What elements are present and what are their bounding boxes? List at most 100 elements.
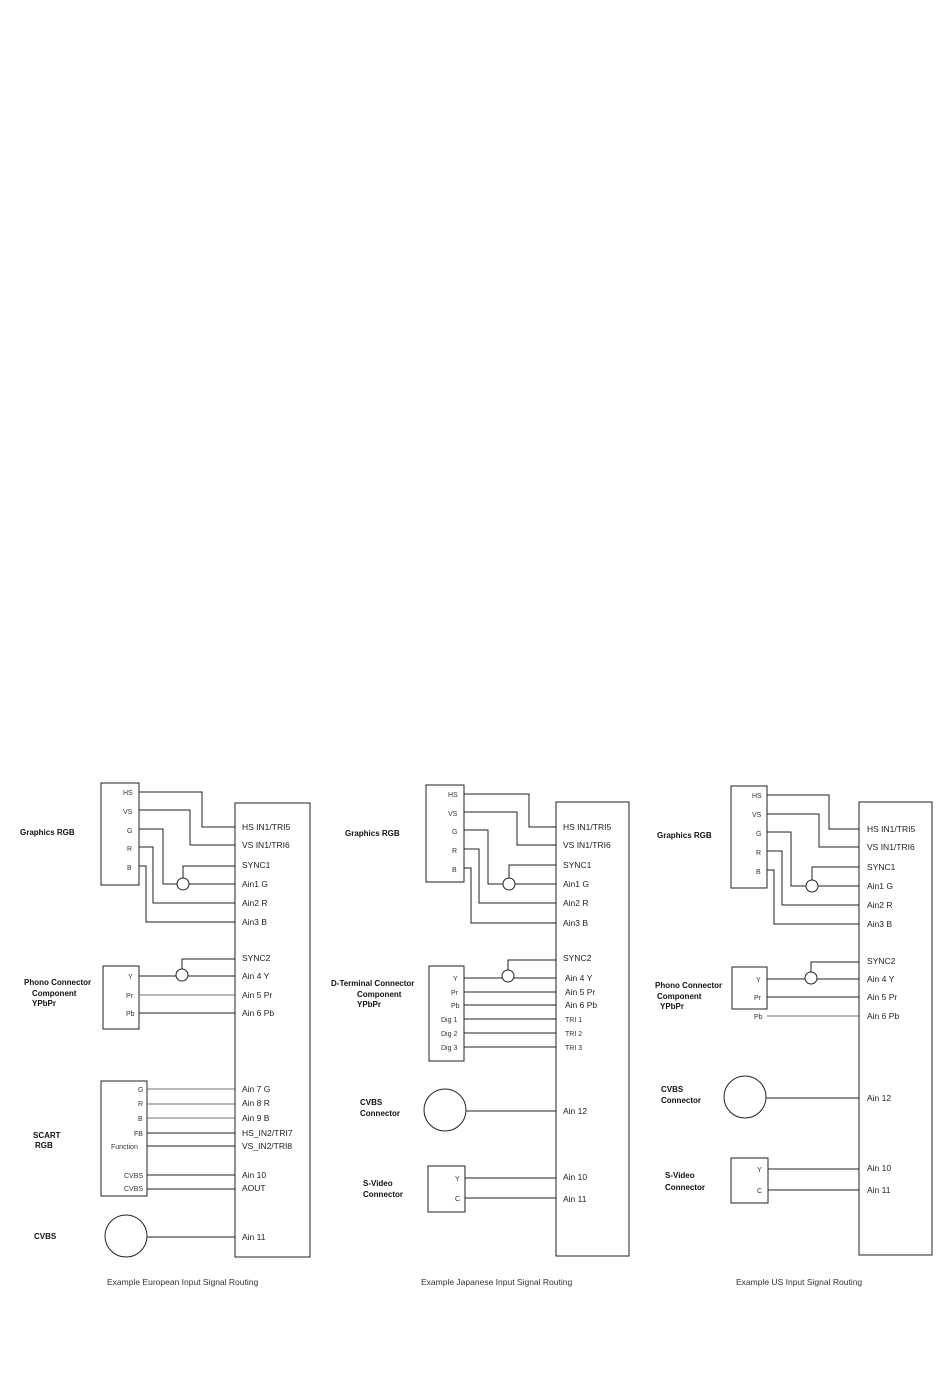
japan-chip-pin-10: TRI 1	[565, 1017, 582, 1024]
us-pin-vs: VS	[752, 812, 762, 819]
japan-chip-pin-3: Ain1 G	[563, 879, 589, 889]
japan-dterm-label-0: D-Terminal Connector	[331, 979, 414, 988]
us-chip-pin-6: SYNC2	[867, 956, 896, 966]
japan-chip-pin-5: Ain3 B	[563, 918, 588, 928]
europe-scart-pin-function: Function	[111, 1144, 138, 1151]
europe-scart-pin-cvbs-2: CVBS	[124, 1186, 143, 1193]
europe-graphics-label: Graphics RGB	[20, 828, 75, 837]
japan-dterm-label-1: Component	[357, 990, 402, 999]
europe-caption: Example European Input Signal Routing	[107, 1277, 258, 1287]
europe-chip-pin-2: SYNC1	[242, 860, 271, 870]
europe-scart-label-1: RGB	[35, 1141, 53, 1150]
europe-chip-pin-0: HS IN1/TRI5	[242, 822, 290, 832]
europe-chip-pin-15: Ain 10	[242, 1170, 266, 1180]
japan-dterm-label-2: YPbPr	[357, 1000, 381, 1009]
us-chip-pin-12: Ain 11	[867, 1185, 891, 1195]
japan-dterm-pin-pr: Pr	[451, 990, 459, 997]
japan-dterm-pin-dig1: Dig 1	[441, 1017, 457, 1024]
japan-chip-pin-13: Ain 12	[563, 1106, 587, 1116]
europe-phono-label-0: Phono Connector	[24, 978, 91, 987]
us-chip-pin-8: Ain 5 Pr	[867, 992, 897, 1002]
japan-graphics-label: Graphics RGB	[345, 829, 400, 838]
europe-graphics-connector	[100, 782, 140, 886]
europe-chip-pin-16: AOUT	[242, 1183, 266, 1193]
japan-pin-g: G	[452, 829, 457, 836]
europe-chip-pin-4: Ain2 R	[242, 898, 268, 908]
japan-dterm-pin-pb: Pb	[451, 1003, 460, 1010]
europe-chip-pin-3: Ain1 G	[242, 879, 268, 889]
us-pin-r: R	[756, 850, 761, 857]
japan-chip-pin-7: Ain 4 Y	[565, 973, 593, 983]
japan-cvbs-connector	[423, 1088, 467, 1132]
japan-pin-vs: VS	[448, 811, 458, 818]
europe-chip-pin-11: Ain 8 R	[242, 1098, 270, 1108]
japan-cvbs-label-1: Connector	[360, 1109, 400, 1118]
us-phono-pin-pr: Pr	[754, 995, 762, 1002]
us-chip-pin-0: HS IN1/TRI5	[867, 824, 915, 834]
us-svideo-label-0: S-Video	[665, 1171, 695, 1180]
europe-pin-vs: VS	[123, 809, 133, 816]
europe-pin-r: R	[127, 846, 132, 853]
us-phono-label-0: Phono Connector	[655, 981, 722, 990]
europe-phono-pin-y: Y	[128, 974, 133, 981]
japan-chip-pin-0: HS IN1/TRI5	[563, 822, 611, 832]
us-phono-label-2: YPbPr	[660, 1002, 684, 1011]
us-phono-label-1: Component	[657, 992, 702, 1001]
japan-chip-pin-12: TRI 3	[565, 1045, 582, 1052]
us-pin-b: B	[756, 869, 761, 876]
japan-chip-pin-11: TRI 2	[565, 1031, 582, 1038]
japan-chip	[555, 801, 630, 1257]
us-chip-pin-4: Ain2 R	[867, 900, 893, 910]
japan-chip-pin-1: VS IN1/TRI6	[563, 840, 611, 850]
us-cvbs-label-1: Connector	[661, 1096, 701, 1105]
us-phono-pin-pb: Pb	[754, 1014, 763, 1021]
japan-svideo-label-0: S-Video	[363, 1179, 393, 1188]
japan-caption: Example Japanese Input Signal Routing	[421, 1277, 572, 1287]
europe-chip-pin-17: Ain 11	[242, 1232, 266, 1242]
us-svideo-label-1: Connector	[665, 1183, 705, 1192]
japan-pin-r: R	[452, 848, 457, 855]
japan-cvbs-label-0: CVBS	[360, 1098, 383, 1107]
japan-svideo-pin-c: C	[455, 1196, 460, 1203]
us-chip	[858, 801, 933, 1256]
japan-dterminal-connector	[428, 965, 465, 1062]
europe-pin-b: B	[127, 865, 132, 872]
us-panel: Graphics RGB HS VS G R B HS IN1/TRI5 VS …	[655, 785, 933, 1287]
japan-dterm-pin-dig3: Dig 3	[441, 1045, 457, 1052]
us-graphics-connector	[730, 785, 768, 889]
europe-pin-g: G	[127, 828, 132, 835]
europe-chip-pin-9: Ain 6 Pb	[242, 1008, 274, 1018]
us-cvbs-label-0: CVBS	[661, 1085, 684, 1094]
europe-chip-pin-7: Ain 4 Y	[242, 971, 270, 981]
us-caption: Example US Input Signal Routing	[736, 1277, 862, 1287]
europe-pin-hs: HS	[123, 790, 133, 797]
us-chip-pin-9: Ain 6 Pb	[867, 1011, 899, 1021]
us-svideo-pin-y: Y	[757, 1167, 762, 1174]
europe-scart-pin-cvbs-1: CVBS	[124, 1173, 143, 1180]
japan-chip-pin-8: Ain 5 Pr	[565, 987, 595, 997]
japan-graphics-connector	[425, 784, 465, 883]
us-phono-pin-y: Y	[756, 977, 761, 984]
us-chip-pin-11: Ain 10	[867, 1163, 891, 1173]
japan-chip-pin-6: SYNC2	[563, 953, 592, 963]
japan-pin-hs: HS	[448, 792, 458, 799]
japan-svideo-connector	[427, 1165, 466, 1213]
europe-chip-pin-13: HS_IN2/TRI7	[242, 1128, 293, 1138]
japan-chip-pin-9: Ain 6 Pb	[565, 1000, 597, 1010]
japan-chip-pin-15: Ain 11	[563, 1194, 587, 1204]
japan-svideo-label-1: Connector	[363, 1190, 403, 1199]
europe-cvbs-connector	[104, 1214, 148, 1258]
us-pin-g: G	[756, 831, 761, 838]
europe-chip	[234, 802, 311, 1258]
europe-phono-connector	[102, 965, 140, 1030]
europe-scart-connector	[100, 1080, 148, 1197]
europe-panel: Graphics RGB HS VS G R B HS IN1/TRI5 VS …	[20, 782, 311, 1287]
europe-cvbs-label: CVBS	[34, 1232, 57, 1241]
us-pin-hs: HS	[752, 793, 762, 800]
europe-chip-pin-5: Ain3 B	[242, 917, 267, 927]
europe-chip-pin-8: Ain 5 Pr	[242, 990, 272, 1000]
europe-phono-label-1: Component	[32, 989, 77, 998]
us-svideo-connector	[730, 1157, 769, 1204]
us-phono-connector	[731, 966, 768, 1010]
